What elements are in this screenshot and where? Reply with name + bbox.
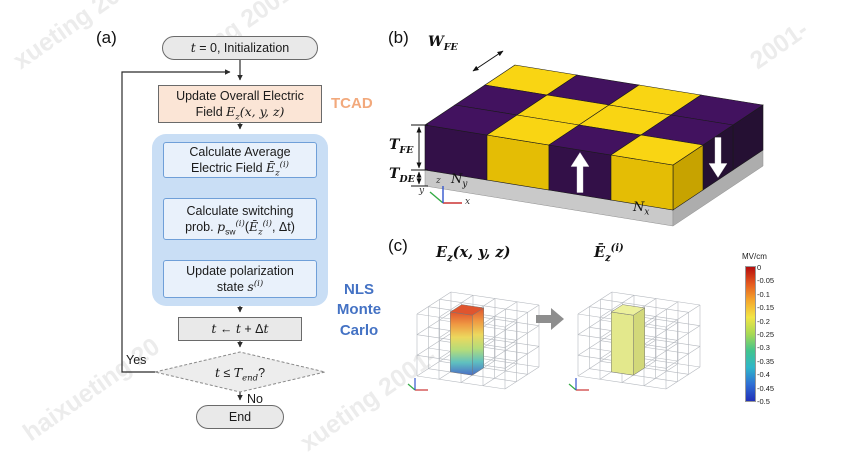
- decision-diamond: t ≤ Tend?: [214, 364, 266, 383]
- colorbar-tick: -0.3: [757, 343, 770, 353]
- colorbar-tick: -0.4: [757, 370, 770, 380]
- tde-label: TDE: [389, 166, 415, 185]
- init-box: t = 0, Initialization: [162, 36, 318, 60]
- checkerboard-3d: [411, 50, 764, 227]
- ez-field-title: Ez(x, y, z): [436, 244, 511, 264]
- decision-diamond-shape: [154, 351, 326, 393]
- end-box: End: [196, 405, 284, 429]
- avg-ez-title: Ēz(i): [594, 243, 624, 264]
- polarization-box: Update polarization state s(i): [163, 260, 317, 298]
- axis-y-label: y: [419, 186, 425, 196]
- wireframe-left: [407, 291, 540, 391]
- colorbar-tick: -0.25: [757, 330, 775, 339]
- colorbar: [745, 266, 756, 402]
- nls-label: NLS Monte Carlo: [336, 281, 382, 339]
- update-field-box: Update Overall Electric Field Ez(x, y, z…: [158, 85, 322, 123]
- colorbar-tick: -0.15: [757, 303, 775, 313]
- colorbar-tick: -0.1: [757, 289, 770, 299]
- time-increment-box: t ← t + Δt: [178, 317, 302, 341]
- wfe-label: WFE: [428, 34, 458, 53]
- panel-a-label: (a): [96, 28, 117, 47]
- colorbar-tick: -0.45: [757, 383, 775, 393]
- panel-c-label: (c): [388, 236, 408, 255]
- panel-b-label: (b): [388, 28, 409, 47]
- colorbar-tick: -0.35: [757, 356, 775, 366]
- colorbar-tick: -0.05: [757, 276, 775, 286]
- axis-triad: [429, 186, 462, 204]
- ny-label: Ny: [451, 172, 468, 190]
- tcad-label: TCAD: [331, 95, 373, 112]
- axis-z-label: z: [436, 176, 441, 186]
- transform-arrow-icon: [536, 308, 564, 330]
- colorbar-tick: -0.5: [757, 397, 770, 406]
- axis-x-label: x: [465, 197, 471, 207]
- yes-label: Yes: [126, 353, 147, 367]
- avg-field-box: Calculate Average Electric Field Ēz(i): [163, 142, 317, 178]
- nx-label: Nx: [633, 200, 650, 218]
- switching-prob-box: Calculate switching prob. psw(i)(Ēz(i), …: [163, 198, 317, 240]
- wireframe-right: [568, 291, 701, 391]
- colorbar-ticks: 0 -0.05 -0.1 -0.15 -0.2 -0.25 -0.3 -0.35 -0.4 -0.…: [757, 263, 791, 406]
- no-label: No: [247, 392, 263, 406]
- colorbar-tick: 0: [757, 263, 762, 272]
- colorbar-tick: -0.2: [757, 316, 770, 326]
- tfe-label: TFE: [389, 137, 414, 156]
- colorbar-unit: MV/cm: [742, 252, 767, 261]
- dimension-arrows: [411, 50, 504, 187]
